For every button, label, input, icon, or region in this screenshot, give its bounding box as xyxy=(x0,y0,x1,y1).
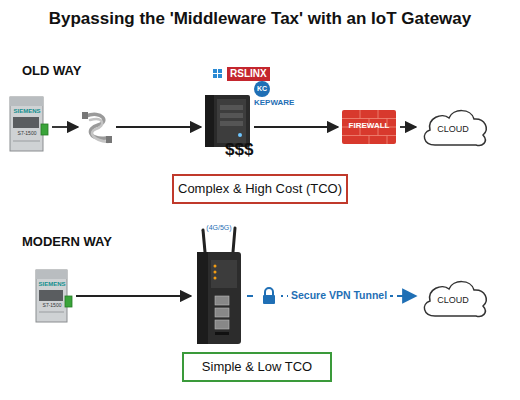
iot-gateway: (4G/5G) xyxy=(195,246,243,344)
brand-text: SIEMENS xyxy=(36,281,68,288)
cost-text: $$$ xyxy=(225,140,253,160)
brick-line xyxy=(387,136,388,145)
lock-background xyxy=(257,285,281,307)
firewall-text: FIREWALL xyxy=(342,121,396,130)
shape-outline xyxy=(10,97,48,151)
cloud-shape: CLOUD xyxy=(420,277,490,319)
plc-connector xyxy=(65,296,72,307)
section-heading: OLD WAY xyxy=(22,64,81,79)
flow-arrow xyxy=(116,126,201,128)
model-text: S7-1500 xyxy=(36,303,68,309)
drive-bay xyxy=(220,105,243,110)
status-led xyxy=(214,265,217,268)
flow-arrow xyxy=(76,295,191,297)
lock-body xyxy=(263,295,275,304)
antenna xyxy=(203,230,205,252)
section-heading: MODERN WAY xyxy=(22,235,112,250)
server-body xyxy=(205,95,250,147)
brand-text: SIEMENS xyxy=(10,108,44,115)
summary-text: Simple & Low TCO xyxy=(184,360,330,375)
plc-body xyxy=(10,97,43,151)
ethernet-port xyxy=(215,320,229,329)
status-led xyxy=(214,271,217,274)
brick-line xyxy=(378,110,379,119)
cloud-text: CLOUD xyxy=(420,124,486,134)
plc-connector xyxy=(41,124,48,135)
model-text: S7-1500 xyxy=(10,131,44,137)
server-side xyxy=(205,95,214,147)
callout-box: Simple & Low TCO xyxy=(182,352,332,382)
summary-text: Complex & High Cost (TCO) xyxy=(174,182,346,197)
callout-box: Complex & High Cost (TCO) xyxy=(172,174,348,204)
power-button xyxy=(238,133,242,137)
firewall-block: FIREWALL xyxy=(342,110,396,144)
plc-top-band xyxy=(10,97,43,106)
shape-outline xyxy=(82,110,112,144)
plc-device: SIEMENS S7-1500 xyxy=(36,270,72,322)
gateway-body xyxy=(197,252,241,344)
windows-logo xyxy=(213,69,222,78)
antenna xyxy=(233,228,235,252)
plc-seam xyxy=(39,312,64,313)
ethernet-port xyxy=(215,296,229,305)
cable-plug xyxy=(106,136,112,143)
cloud-shape: CLOUD xyxy=(420,106,490,148)
drive-bay xyxy=(220,121,243,126)
gateway-side xyxy=(197,252,208,344)
lock-icon xyxy=(257,285,281,307)
ethernet-port xyxy=(215,308,229,317)
logo-square xyxy=(218,69,222,73)
server-tower: RSLINXKEPWARE$$$ xyxy=(205,95,250,147)
shape-outline xyxy=(36,270,72,322)
logo-square xyxy=(218,74,222,78)
plc-panel xyxy=(13,117,39,128)
status-led xyxy=(214,277,217,280)
plc-top-band xyxy=(36,270,67,279)
kepware-logo xyxy=(254,81,270,97)
connector-label: Secure VPN Tunnel xyxy=(288,289,390,302)
firewall-wall xyxy=(342,110,396,144)
software-logo-text: KEPWARE xyxy=(254,98,294,107)
software-logo-text: RSLINX xyxy=(227,67,270,81)
network-band-text: (4G/5G) xyxy=(199,224,239,232)
drive-bay xyxy=(220,113,243,118)
logo-square xyxy=(213,69,217,73)
lock-shackle xyxy=(265,288,273,295)
cable-plug xyxy=(82,112,88,119)
diagram-title: Bypassing the 'Middleware Tax' with an I… xyxy=(0,9,520,29)
cable-adapter xyxy=(82,110,112,144)
shape-outline xyxy=(195,246,243,344)
server-front xyxy=(217,99,246,143)
gateway-panel xyxy=(211,260,237,288)
cable-strand xyxy=(90,119,108,142)
cloud-text: CLOUD xyxy=(420,295,486,305)
brick-line xyxy=(360,110,361,119)
flow-arrow xyxy=(52,126,78,128)
plc-panel xyxy=(39,290,63,301)
shape-outline xyxy=(205,95,250,147)
logo-text: KC xyxy=(255,85,269,93)
plc-body xyxy=(36,270,67,322)
flow-arrow xyxy=(400,126,416,128)
sim-slot xyxy=(215,332,229,335)
flow-arrow xyxy=(254,126,338,128)
logo-square xyxy=(213,74,217,78)
plc-device: SIEMENS S7-1500 xyxy=(10,97,48,151)
plc-seam xyxy=(13,141,40,142)
brick-line xyxy=(369,136,370,145)
